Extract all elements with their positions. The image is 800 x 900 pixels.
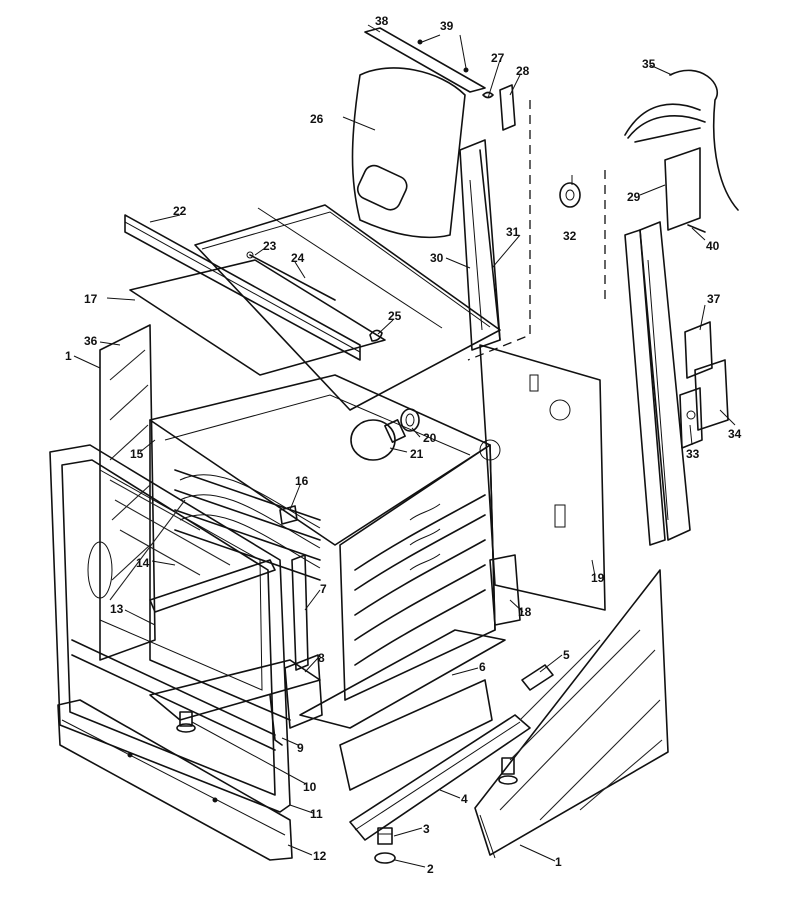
leveling-leg-3 <box>377 827 393 845</box>
callout-32: 32 <box>563 229 577 243</box>
front-frame <box>49 444 291 813</box>
clip-27 <box>482 91 494 99</box>
bracket-7 <box>291 554 309 671</box>
callout-35: 35 <box>642 57 656 71</box>
screws-39 <box>417 34 469 73</box>
cover-29 <box>664 147 701 231</box>
grommet-32 <box>559 182 581 208</box>
callout-11: 11 <box>310 807 323 821</box>
plate-28 <box>499 84 516 131</box>
oven-racks <box>174 469 321 581</box>
callout-15: 15 <box>130 447 144 461</box>
callout-2: 2 <box>427 862 434 876</box>
bracket-37 <box>684 321 713 379</box>
callout-33: 33 <box>686 447 700 461</box>
bottom-pan-6 <box>299 629 506 791</box>
rear-bracket-18 <box>489 554 521 626</box>
bracket-34 <box>694 359 729 431</box>
callout-36: 36 <box>84 334 98 348</box>
foot-pad-2 <box>374 852 396 864</box>
callout-16: 16 <box>295 474 309 488</box>
clip-16 <box>279 505 298 525</box>
callout-14: 14 <box>136 556 150 570</box>
callout-17: 17 <box>84 292 98 306</box>
drawer-support-11 <box>149 659 321 721</box>
light-bulb-21 <box>350 419 406 461</box>
callout-25: 25 <box>388 309 402 323</box>
callout-23: 23 <box>263 239 277 253</box>
callout-40: 40 <box>706 239 720 253</box>
clip-40 <box>687 224 706 233</box>
callout-9: 9 <box>297 741 304 755</box>
callout-30: 30 <box>430 251 444 265</box>
callout-28: 28 <box>516 64 530 78</box>
rear-chassis-30 <box>459 139 501 351</box>
callout-6: 6 <box>479 660 486 674</box>
callout-1: 1 <box>65 349 72 363</box>
right-chassis-frame <box>624 221 691 546</box>
callout-31: 31 <box>506 225 520 239</box>
callout-18: 18 <box>518 605 532 619</box>
callout-26: 26 <box>310 112 324 126</box>
callout-labels: 38 39 27 28 35 26 29 32 40 22 23 24 31 3… <box>65 14 742 876</box>
callout-22: 22 <box>173 204 187 218</box>
vent-bar-14 <box>149 559 276 613</box>
back-panel-19 <box>479 344 606 611</box>
callout-1b: 1 <box>555 855 562 869</box>
rear-channel-31 <box>479 149 501 341</box>
screw-25 <box>369 329 383 342</box>
rod-23-24 <box>246 251 336 301</box>
control-panel-26 <box>351 67 466 239</box>
side-wall-corrugations <box>354 494 486 666</box>
callout-38: 38 <box>375 14 389 28</box>
callout-13: 13 <box>110 602 124 616</box>
callout-12: 12 <box>313 849 327 863</box>
right-side-panel-1 <box>474 569 669 859</box>
callout-27: 27 <box>491 51 505 65</box>
callout-37: 37 <box>707 292 721 306</box>
leveling-leg-right <box>498 757 518 785</box>
hinge-bracket-5 <box>521 664 554 691</box>
wire-harness-35 <box>624 69 739 211</box>
trim-strip-38 <box>364 27 486 93</box>
callout-3: 3 <box>423 822 430 836</box>
callout-5: 5 <box>563 648 570 662</box>
base-rail-4 <box>349 714 531 841</box>
leveling-foot-10 <box>176 711 196 733</box>
bracket-33 <box>679 387 703 449</box>
kick-panel-12 <box>57 699 293 861</box>
top-plate-17 <box>129 259 386 376</box>
top-panel <box>194 204 501 411</box>
callout-8: 8 <box>318 651 325 665</box>
callout-10: 10 <box>303 780 317 794</box>
callout-21: 21 <box>410 447 424 461</box>
callout-29: 29 <box>627 190 641 204</box>
callout-19: 19 <box>591 571 605 585</box>
leader-lines <box>73 24 736 868</box>
callout-34: 34 <box>728 427 742 441</box>
callout-20: 20 <box>423 431 437 445</box>
callout-4: 4 <box>461 792 468 806</box>
callout-39: 39 <box>440 19 454 33</box>
bracket-8 <box>284 654 323 729</box>
top-rail-22 <box>124 214 361 361</box>
callout-24: 24 <box>291 251 305 265</box>
dashed-assembly-guide <box>467 100 606 361</box>
socket-20 <box>400 408 420 432</box>
oven-cavity <box>149 374 496 721</box>
left-side-panel-1 <box>99 324 156 661</box>
callout-7: 7 <box>320 582 327 596</box>
clip-9 <box>269 694 283 746</box>
